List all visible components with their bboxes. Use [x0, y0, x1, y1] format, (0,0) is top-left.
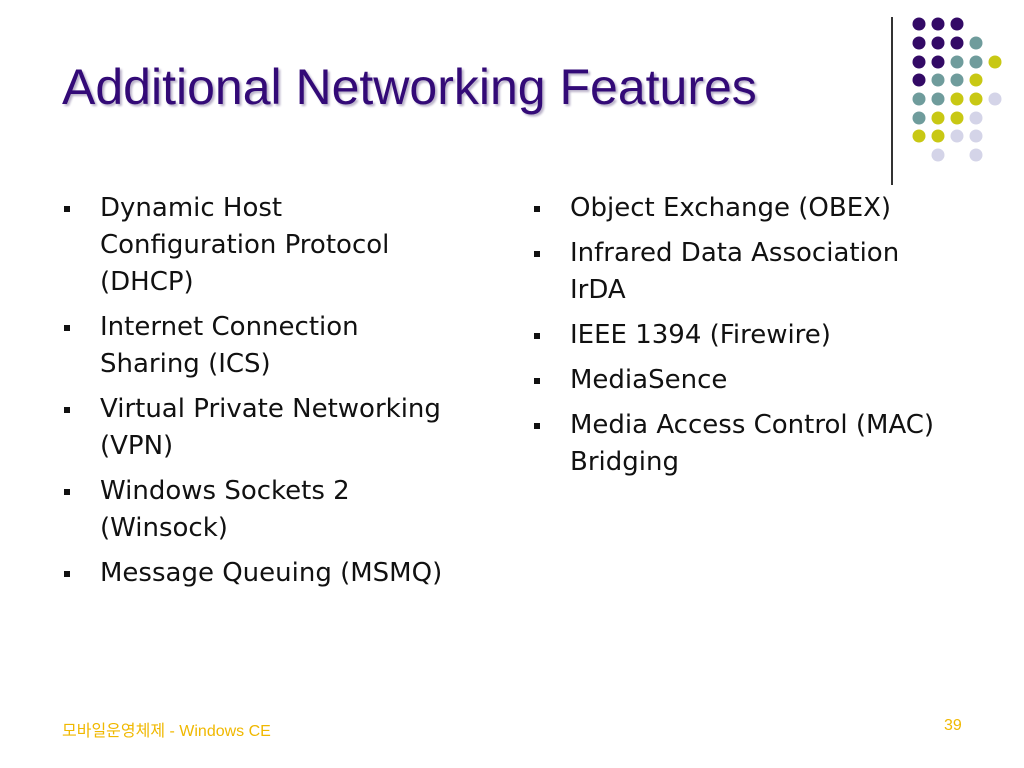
bullet-item: Virtual Private Networking (VPN): [62, 391, 462, 465]
decorative-dot: [912, 111, 926, 125]
bullet-text: Media Access Control (MAC) Bridging: [570, 410, 935, 477]
decorative-dot: [931, 111, 945, 125]
decorative-dot: [931, 73, 945, 87]
bullet-icon: [534, 378, 540, 384]
bullet-item: Dynamic Host Configuration Protocol (DHC…: [62, 190, 462, 301]
bullet-text: IEEE 1394 (Firewire): [570, 320, 831, 350]
bullet-item: Message Queuing (MSMQ): [62, 555, 462, 592]
decorative-dot: [950, 129, 964, 143]
bullet-text: MediaSence: [570, 365, 728, 395]
decorative-dot: [931, 17, 945, 31]
bullet-icon: [534, 423, 540, 429]
bullet-text: Dynamic Host Configuration Protocol (DHC…: [100, 193, 390, 297]
decorative-dot: [950, 17, 964, 31]
decorative-dot: [950, 92, 964, 106]
decorative-dot: [912, 36, 926, 50]
bullet-item: Internet Connection Sharing (ICS): [62, 309, 462, 383]
bullet-icon: [534, 206, 540, 212]
decorative-dot: [912, 129, 926, 143]
bullet-icon: [64, 407, 70, 413]
decorative-dot: [950, 55, 964, 69]
decorative-dot: [931, 55, 945, 69]
decorative-dot: [912, 73, 926, 87]
decorative-dot: [969, 92, 983, 106]
decorative-dot: [912, 55, 926, 69]
bullet-text: Virtual Private Networking (VPN): [100, 394, 441, 461]
bullet-item: Windows Sockets 2 (Winsock): [62, 473, 462, 547]
decorative-dot: [969, 111, 983, 125]
bullet-item: Media Access Control (MAC) Bridging: [532, 407, 952, 481]
decorative-dot: [969, 73, 983, 87]
bullet-icon: [64, 489, 70, 495]
decorative-dot: [912, 92, 926, 106]
decorative-dot: [969, 55, 983, 69]
bullet-text: Message Queuing (MSMQ): [100, 558, 443, 588]
decorative-dot: [931, 129, 945, 143]
bullet-icon: [64, 571, 70, 577]
footer-text: 모바일운영체제 - Windows CE: [62, 723, 271, 740]
decorative-divider: [891, 17, 893, 185]
decorative-dot: [912, 17, 926, 31]
decorative-dot: [931, 148, 945, 162]
bullet-icon: [534, 333, 540, 339]
bullet-text: Internet Connection Sharing (ICS): [100, 312, 359, 379]
decorative-dot: [969, 36, 983, 50]
right-bullet-list: Object Exchange (OBEX) Infrared Data Asso…: [532, 190, 952, 489]
decorative-dot: [969, 148, 983, 162]
decorative-dot: [950, 36, 964, 50]
bullet-icon: [534, 251, 540, 257]
bullet-item: MediaSence: [532, 362, 952, 399]
bullet-item: IEEE 1394 (Firewire): [532, 317, 952, 354]
bullet-text: Object Exchange (OBEX): [570, 193, 892, 223]
decorative-dot-grid: [912, 17, 1002, 162]
bullet-item: Infrared Data Association IrDA: [532, 235, 952, 309]
bullet-icon: [64, 325, 70, 331]
slide-title: Additional Networking Features: [62, 59, 757, 115]
decorative-dot: [950, 73, 964, 87]
bullet-item: Object Exchange (OBEX): [532, 190, 952, 227]
bullet-text: Infrared Data Association IrDA: [570, 238, 900, 305]
decorative-dot: [988, 92, 1002, 106]
bullet-icon: [64, 206, 70, 212]
decorative-dot: [969, 129, 983, 143]
decorative-dot: [931, 92, 945, 106]
left-bullet-list: Dynamic Host Configuration Protocol (DHC…: [62, 190, 462, 600]
decorative-dot: [931, 36, 945, 50]
page-number: 39: [944, 717, 962, 734]
bullet-text: Windows Sockets 2 (Winsock): [100, 476, 350, 543]
decorative-dot: [950, 111, 964, 125]
decorative-dot: [988, 55, 1002, 69]
